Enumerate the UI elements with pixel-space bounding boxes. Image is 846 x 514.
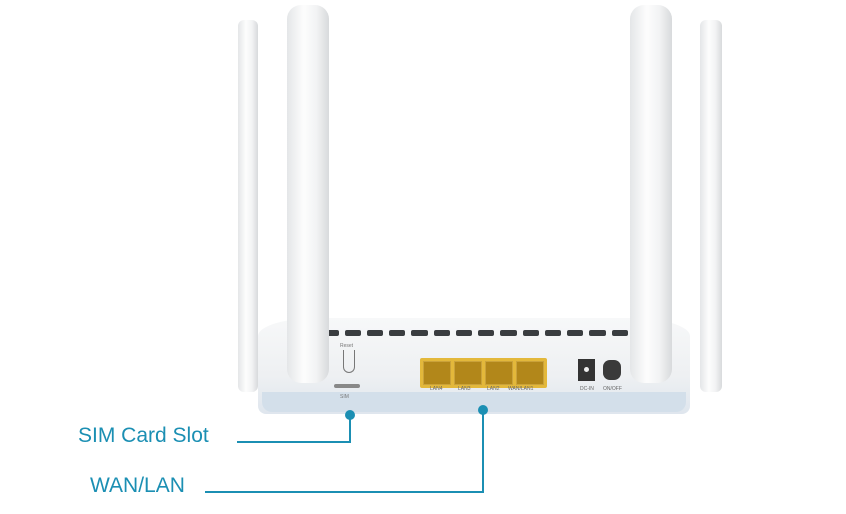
reset-button-icon[interactable] [343,350,355,373]
wan-callout-line [482,410,484,493]
sim-callout-line [237,441,351,443]
port-label: LAN3 [458,386,471,392]
wan-callout-line [205,491,484,493]
power-button[interactable] [603,360,621,380]
dc-in-jack[interactable] [578,359,595,381]
dc-in-label: DC-IN [580,386,594,392]
antenna-right-inner [630,5,672,383]
sim-callout-line [349,415,351,442]
wan-callout-label: WAN/LAN [90,474,185,497]
port-label: LAN2 [487,386,500,392]
sim-callout-label: SIM Card Slot [78,424,209,447]
router-base [262,392,686,412]
antenna-right-outer [700,20,722,392]
port-label: WAN/LAN1 [508,386,534,392]
port-lan3[interactable] [454,361,482,385]
sim-card-slot[interactable] [334,384,360,388]
port-wan-lan1[interactable] [516,361,544,385]
reset-label: Reset [340,343,354,349]
port-label: LAN4 [430,386,443,392]
port-lan4[interactable] [423,361,451,385]
vents [300,330,650,336]
sim-label: SIM [340,394,349,400]
antenna-left-inner [287,5,329,383]
power-label: ON/OFF [603,386,622,392]
antenna-left-outer [238,20,258,392]
ethernet-ports [420,358,547,388]
port-lan2[interactable] [485,361,513,385]
